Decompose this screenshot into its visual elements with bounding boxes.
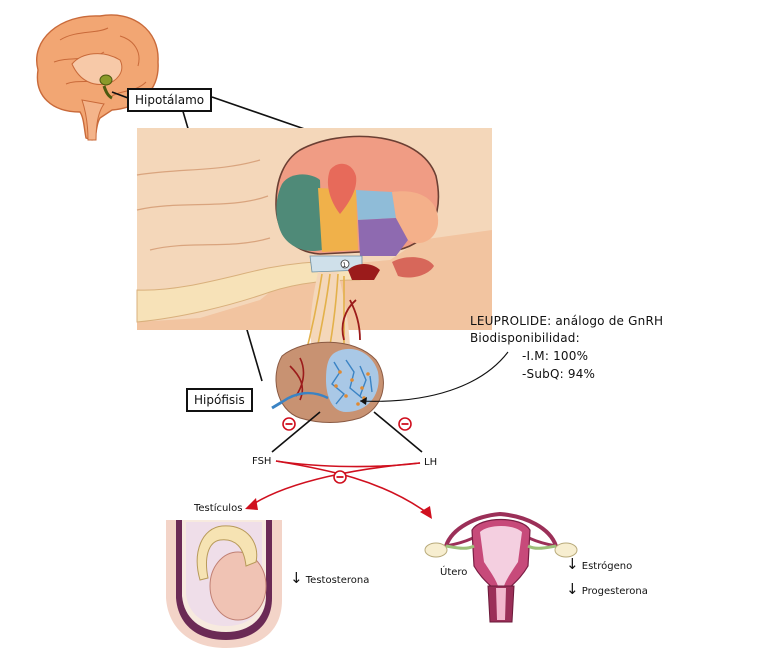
- hypothalamus-highlight: [99, 74, 113, 86]
- decrease-arrow-icon: ↓: [566, 555, 579, 573]
- leuprolide-note-bioavailability: Biodisponibilidad:: [470, 331, 580, 345]
- uterus-illustration: [424, 511, 578, 623]
- note-pointer-arrowhead: [360, 397, 367, 405]
- note-pointer-line: [359, 351, 509, 402]
- hypothalamus-closeup: 1: [136, 128, 492, 330]
- inhibit-symbol-lh: [398, 417, 412, 431]
- testosterone-label: Testosterona: [305, 575, 370, 586]
- fsh-line: [271, 411, 321, 453]
- testis-illustration: [166, 520, 282, 648]
- inhibit-symbol-center: [333, 470, 347, 484]
- progesterone-effect: ↓ Progesterona: [566, 580, 648, 598]
- lh-label: LH: [424, 457, 438, 468]
- lh-line: [373, 411, 423, 453]
- testes-arrowhead: [245, 498, 258, 510]
- fsh-label: FSH: [252, 456, 272, 467]
- uterus-label: Útero: [440, 567, 468, 578]
- leuprolide-note-subq: -SubQ: 94%: [522, 367, 596, 381]
- testes-label: Testículos: [194, 503, 243, 514]
- leuprolide-note-title: LEUPROLIDE: análogo de GnRH: [470, 314, 664, 328]
- pituitary-label: Hipófisis: [186, 388, 253, 412]
- inhibit-symbol-fsh: [282, 417, 296, 431]
- pituitary-gland: [271, 272, 384, 423]
- region-number-label: 1: [343, 262, 347, 269]
- to-uterus-red-path: [275, 460, 427, 513]
- decrease-arrow-icon: ↓: [566, 580, 579, 598]
- uterus-arrowhead: [420, 506, 432, 519]
- to-testes-red-path: [249, 462, 421, 507]
- hypothalamus-leader: [111, 91, 129, 99]
- testosterone-effect: ↓ Testosterona: [290, 569, 369, 587]
- progesterone-label: Progesterona: [581, 586, 648, 597]
- hypothalamus-label: Hipotálamo: [127, 88, 213, 112]
- estrogen-label: Estrógeno: [581, 561, 633, 572]
- decrease-arrow-icon: ↓: [290, 569, 303, 587]
- brain-illustration: [36, 14, 159, 141]
- leuprolide-note-im: -I.M: 100%: [522, 349, 589, 363]
- estrogen-effect: ↓ Estrógeno: [566, 555, 632, 573]
